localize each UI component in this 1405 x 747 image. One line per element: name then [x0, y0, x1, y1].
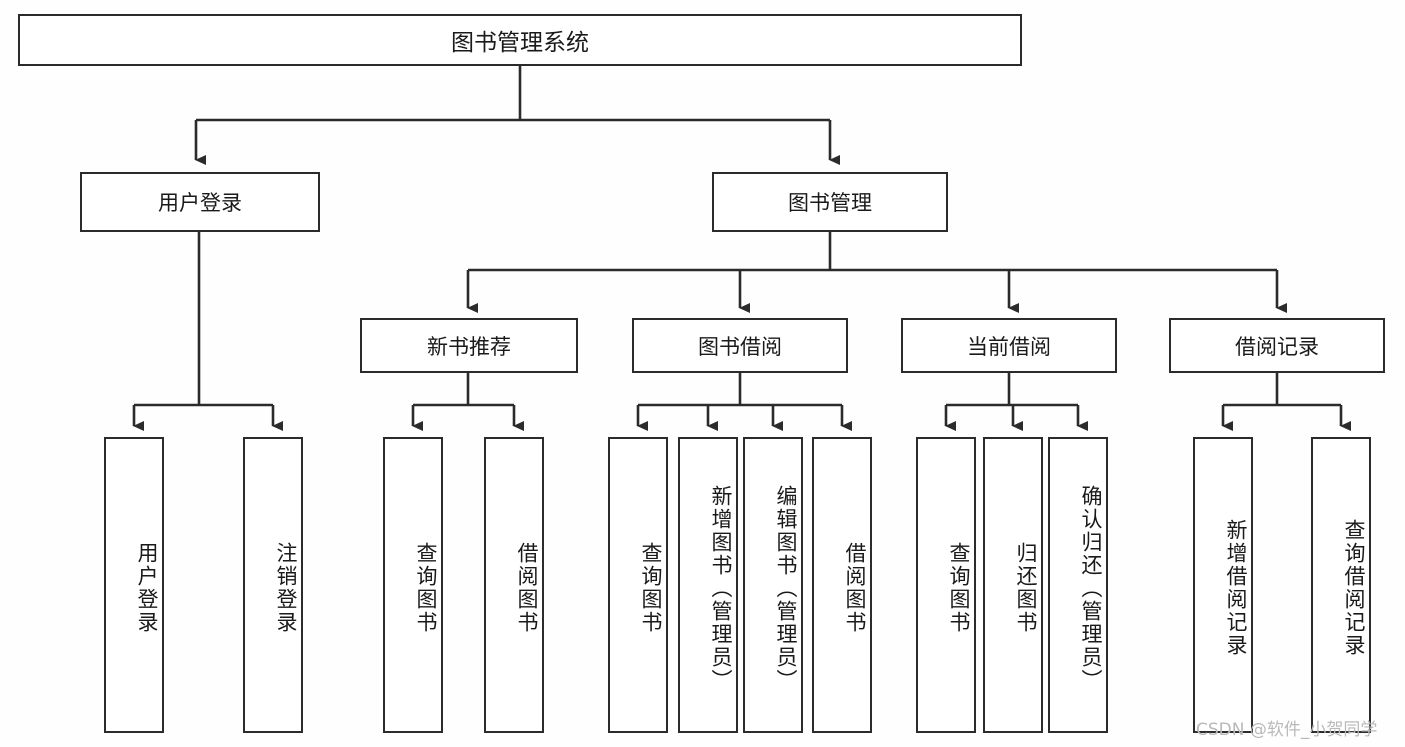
leaf-label: 编辑图书（管理员）: [774, 484, 798, 692]
leaf-label: 新增借阅记录: [1224, 519, 1248, 657]
leaf-label: 查询借阅记录: [1342, 519, 1366, 657]
leaf-current-return-book[interactable]: 归还图书: [983, 437, 1043, 733]
leaf-new-book-query[interactable]: 查询图书: [383, 437, 443, 733]
leaf-label: 查询图书: [947, 542, 971, 634]
leaf-new-book-borrow[interactable]: 借阅图书: [484, 437, 544, 733]
node-book-borrow[interactable]: 图书借阅: [632, 318, 848, 373]
node-user-login-label: 用户登录: [158, 191, 242, 215]
leaf-borrow-query-book[interactable]: 查询图书: [608, 437, 668, 733]
node-current-borrow[interactable]: 当前借阅: [901, 318, 1117, 373]
leaf-label: 用户登录: [135, 542, 159, 634]
leaf-label: 新增图书（管理员）: [709, 484, 733, 692]
node-user-login[interactable]: 用户登录: [80, 172, 320, 232]
leaf-label: 归还图书: [1014, 542, 1038, 634]
node-new-book-recommend[interactable]: 新书推荐: [360, 318, 578, 373]
leaf-borrow-add-book-admin[interactable]: 新增图书（管理员）: [678, 437, 738, 733]
node-borrow-records[interactable]: 借阅记录: [1169, 318, 1385, 373]
leaf-label: 查询图书: [414, 542, 438, 634]
leaf-label: 注销登录: [274, 542, 298, 634]
leaf-label: 借阅图书: [515, 542, 539, 634]
leaf-label: 确认归还（管理员）: [1079, 484, 1103, 692]
node-root[interactable]: 图书管理系统: [18, 14, 1022, 66]
watermark: CSDN @软件_小贺同学: [1196, 720, 1378, 740]
leaf-current-confirm-return-admin[interactable]: 确认归还（管理员）: [1048, 437, 1108, 733]
leaf-user-login-login[interactable]: 用户登录: [104, 437, 164, 733]
leaf-borrow-edit-book-admin[interactable]: 编辑图书（管理员）: [743, 437, 803, 733]
node-book-borrow-label: 图书借阅: [698, 334, 782, 359]
leaf-records-add-record[interactable]: 新增借阅记录: [1193, 437, 1253, 733]
node-current-borrow-label: 当前借阅: [967, 334, 1051, 359]
leaf-label: 查询图书: [639, 542, 663, 634]
node-borrow-records-label: 借阅记录: [1235, 334, 1319, 359]
leaf-label: 借阅图书: [843, 542, 867, 634]
node-book-management-label: 图书管理: [788, 191, 872, 215]
leaf-borrow-borrow-book[interactable]: 借阅图书: [812, 437, 872, 733]
leaf-current-query-book[interactable]: 查询图书: [916, 437, 976, 733]
node-book-management[interactable]: 图书管理: [712, 172, 948, 232]
leaf-user-login-logout[interactable]: 注销登录: [243, 437, 303, 733]
node-new-book-recommend-label: 新书推荐: [427, 334, 511, 359]
node-root-label: 图书管理系统: [451, 30, 589, 56]
leaf-records-query-record[interactable]: 查询借阅记录: [1311, 437, 1371, 733]
